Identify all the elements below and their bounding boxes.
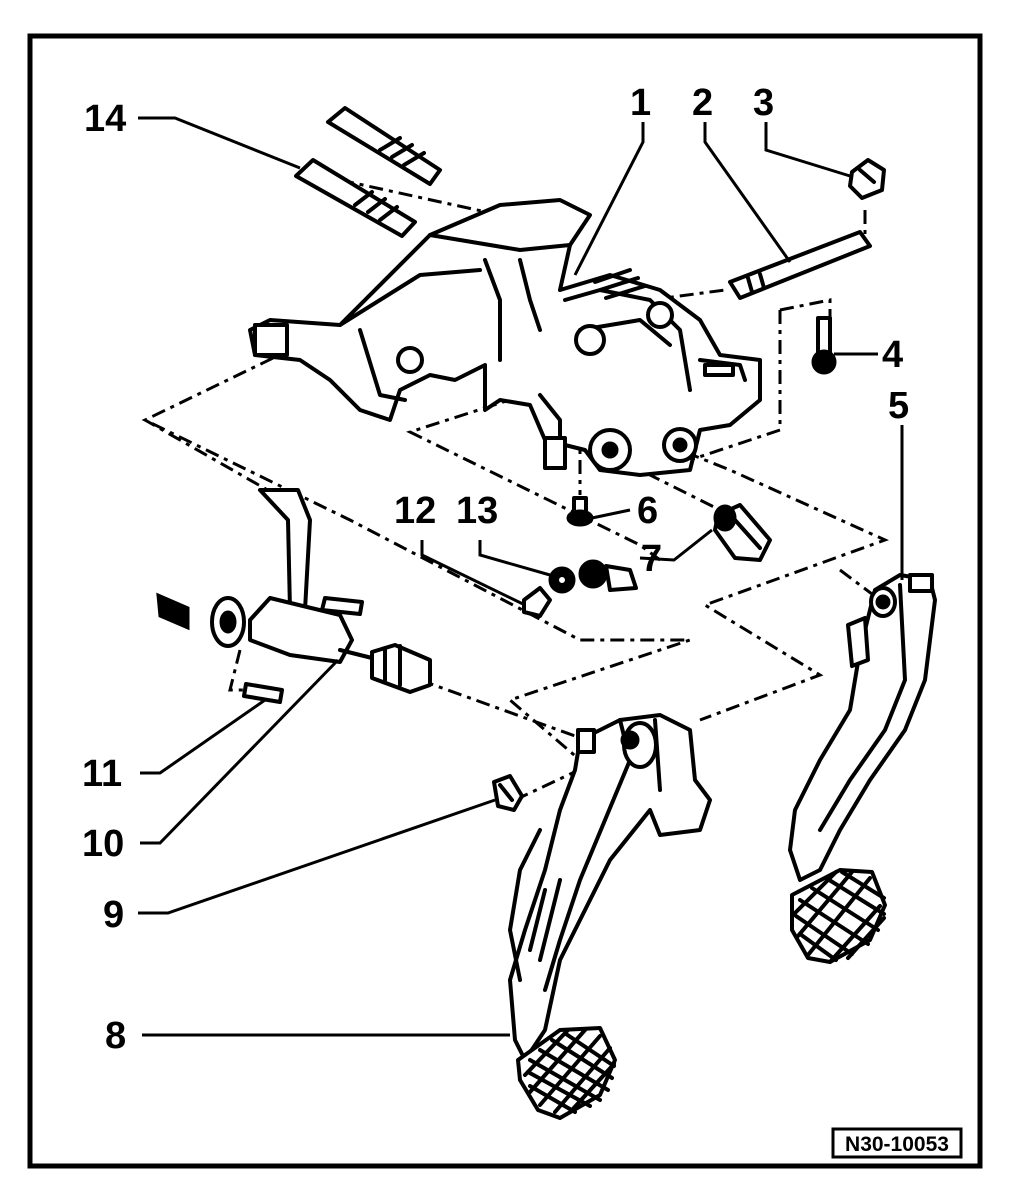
callout-9: 9 — [103, 894, 124, 936]
callout-8: 8 — [105, 1015, 126, 1057]
brake-pedal-part-5 — [788, 573, 937, 964]
clip-part-9 — [492, 774, 524, 812]
callout-2: 2 — [692, 82, 713, 124]
callout-12: 12 — [394, 490, 436, 532]
clip-part-3 — [848, 158, 886, 200]
callout-5: 5 — [888, 385, 909, 427]
callout-11: 11 — [82, 753, 122, 795]
figure-reference-code: N30-10053 — [845, 1133, 949, 1156]
callout-4: 4 — [882, 334, 903, 376]
callout-6: 6 — [637, 490, 658, 532]
bushing-part-7 — [713, 503, 772, 562]
bolts-part-14 — [294, 106, 442, 238]
bolt-part-4 — [811, 316, 837, 375]
callout-7: 7 — [641, 538, 662, 580]
callout-labels: 1 2 3 4 5 6 7 8 9 10 11 12 13 14 — [82, 82, 909, 1057]
pedal-bracket-part-1 — [248, 198, 762, 477]
diagram-frame — [27, 33, 983, 1169]
callout-14: 14 — [84, 98, 126, 140]
pivot-pin-part-2 — [728, 230, 872, 300]
callout-1: 1 — [630, 82, 651, 124]
clutch-pedal-part-8 — [508, 713, 712, 1120]
bushings-parts-12-13 — [522, 559, 638, 618]
sender-part-10 — [156, 488, 432, 704]
leader-lines — [138, 116, 904, 1037]
callout-10: 10 — [82, 823, 124, 865]
bolt-part-6 — [566, 496, 594, 527]
figure-reference-box: N30-10053 — [831, 1127, 963, 1159]
callout-13: 13 — [456, 490, 498, 532]
callout-3: 3 — [753, 82, 774, 124]
